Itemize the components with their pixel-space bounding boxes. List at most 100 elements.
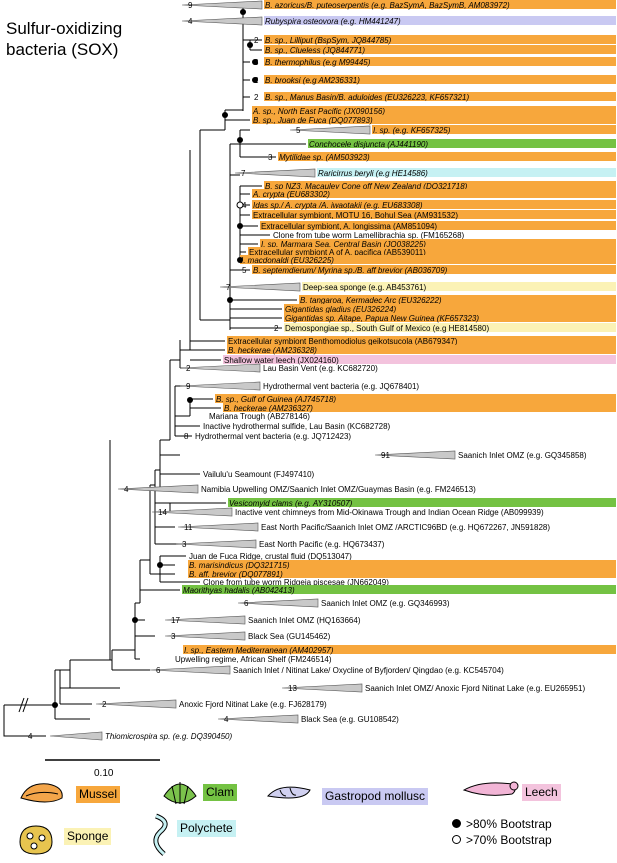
bootstrap-node [247, 42, 253, 48]
collapsed-clade-wedge [181, 0, 263, 10]
collapsed-clade-wedge [151, 507, 233, 517]
taxon-label: Extracellular symbiont, A. longissima (A… [261, 222, 437, 231]
taxon-label: East North Pacific (e.g. HQ673437) [259, 540, 385, 549]
collapsed-clade-wedge [374, 450, 456, 460]
clade-size-number: 4 [188, 17, 193, 26]
taxon-label: East North Pacific/Saanich Inlet OMZ /AR… [261, 523, 550, 532]
taxon-label: Gigantidas gladius (EU326224) [285, 305, 397, 314]
taxon-label: I. sp. (e.g. KF657325) [373, 126, 451, 135]
clade-size-number: 7 [241, 169, 246, 178]
taxon-label: Demospongiae sp., South Gulf of Mexico (… [285, 324, 489, 333]
clade-size-number: 14 [158, 508, 167, 517]
collapsed-clade-wedge [289, 125, 371, 135]
legend-label-clam: Clam [203, 784, 238, 801]
taxon-label: Extracellular symbiont Benthomodiolus ge… [228, 337, 458, 346]
mussel-icon [18, 778, 66, 813]
host-color-band [227, 345, 616, 354]
scale-bar-label: 0.10 [94, 768, 114, 779]
taxon-label: B. sp., Gulf of Guinea (AJ745718) [216, 395, 336, 404]
host-color-band [227, 336, 616, 345]
host-color-band [264, 45, 616, 54]
taxon-label: B. heckerae (AM236328) [228, 346, 317, 355]
collapsed-clade-wedge [217, 714, 299, 724]
taxon-bands: B. azoricus/B. puteoserpentis (e.g. BazS… [105, 0, 616, 741]
taxon-label: Deep-sea sponge (e.g. AB453761) [303, 283, 427, 292]
host-color-band [299, 295, 616, 304]
taxon-label: I. sp. Marmara Sea, Central Basin (JQ038… [261, 240, 426, 249]
taxon-label: B. azoricus/B. puteoserpentis (e.g. BazS… [265, 1, 510, 10]
taxon-label: Black Sea (GU145462) [248, 632, 331, 641]
host-color-band [228, 498, 616, 507]
clade-size-number: 8 [184, 432, 189, 441]
bootstrap-node [252, 59, 258, 65]
clam-icon [160, 776, 200, 815]
taxon-label: Conchocele disjuncta (AJ441190) [309, 140, 428, 149]
bootstrap-legend-row: >70% Bootstrap [452, 833, 552, 847]
clade-size-number: 3 [182, 540, 187, 549]
gastropod-icon [266, 780, 312, 809]
host-color-band [284, 304, 616, 313]
host-color-band [188, 569, 616, 578]
taxon-label: B. brooksi (e.g AM236331) [265, 76, 360, 85]
leech-icon [462, 776, 520, 807]
bootstrap-node [227, 297, 233, 303]
host-color-band [260, 239, 616, 248]
host-color-band [264, 75, 616, 84]
host-color-band [252, 189, 616, 198]
clade-size-number: 3 [171, 632, 176, 641]
taxon-label: Maorithyas hadalis (AB042413) [183, 586, 295, 595]
taxon-label: Inactive vent chimneys from Mid-Okinawa … [235, 508, 544, 517]
taxon-label: Saanich Inlet OMZ (HQ163664) [248, 616, 361, 625]
legend-label-leech: Leech [522, 784, 561, 801]
taxon-label: Inactive hydrothermal sulfide, Lau Basin… [203, 422, 391, 431]
taxon-label: B. aff. brevior (DQ077891) [189, 570, 283, 579]
bootstrap-node [157, 562, 163, 568]
taxon-label: A. crypta (EU683302) [252, 190, 330, 199]
host-color-band [284, 313, 616, 322]
host-color-band [252, 265, 616, 274]
host-color-band [264, 181, 616, 190]
clade-size-number: 7 [226, 283, 231, 292]
host-color-band [264, 16, 616, 25]
taxon-label: Vesicomyid clams (e.g. AY310507) [229, 499, 353, 508]
host-color-band [264, 0, 616, 9]
host-color-band [248, 247, 616, 256]
taxon-label: Clone from tube worm Lamellibrachia sp. … [273, 231, 465, 240]
taxon-label: B. sp NZ3, Macauley Cone off New Zealand… [265, 182, 468, 191]
clade-size-number: 6 [244, 599, 249, 608]
taxon-label: B. tangaroa, Kermadec Arc (EU326222) [300, 296, 442, 305]
legend-label-gastropod: Gastropod mollusc [322, 788, 429, 805]
taxon-label: Saanich Inlet / Nitinat Lake/ Oxycline o… [233, 666, 504, 675]
taxon-label: Black Sea (e.g. GU108542) [301, 715, 399, 724]
host-color-band [264, 57, 616, 66]
collapsed-clade-wedge [177, 522, 259, 532]
open-circle-icon [452, 835, 461, 844]
clade-size-number: 9 [186, 382, 191, 391]
taxon-label: B. sp., Clueless (JQ844771) [265, 46, 365, 55]
clade-size-number: 91 [381, 451, 390, 460]
figure-title-line1: Sulfur-oxidizing [6, 19, 123, 38]
sponge-icon [14, 820, 58, 863]
host-color-band [223, 355, 616, 364]
legend-label-mussel: Mussel [76, 786, 121, 803]
clade-size-number: 4 [124, 485, 129, 494]
clade-size-number: 5 [296, 126, 301, 135]
host-color-band [252, 200, 616, 209]
host-color-band [264, 35, 616, 44]
taxon-label: Rubyspira osteovora (e.g. HM441247) [265, 17, 401, 26]
taxon-label: Hydrothermal vent bacteria (e.g. JQ67840… [263, 382, 419, 391]
legend-label-polychete: Polychete [177, 820, 236, 837]
taxon-label: Extracellular symbiont A of A. pacifica … [249, 248, 426, 257]
collapsed-clade-wedge [149, 665, 231, 675]
collapsed-clade-wedge [219, 282, 301, 292]
taxon-label: Namibia Upwelling OMZ/Saanich Inlet OMZ/… [201, 485, 476, 494]
collapsed-clades: 9423225374572298914141136173613244 [28, 0, 456, 741]
collapsed-clade-wedge [234, 168, 316, 178]
taxon-label: Mytilidae sp. (AM503923) [279, 153, 370, 162]
bootstrap-nodes [52, 9, 258, 708]
collapsed-clade-wedge [181, 16, 263, 26]
clade-size-number: 5 [242, 266, 247, 275]
host-color-band [372, 125, 616, 134]
host-color-band [302, 282, 616, 291]
taxon-label: Lau Basin Vent (e.g. KC682720) [263, 364, 378, 373]
